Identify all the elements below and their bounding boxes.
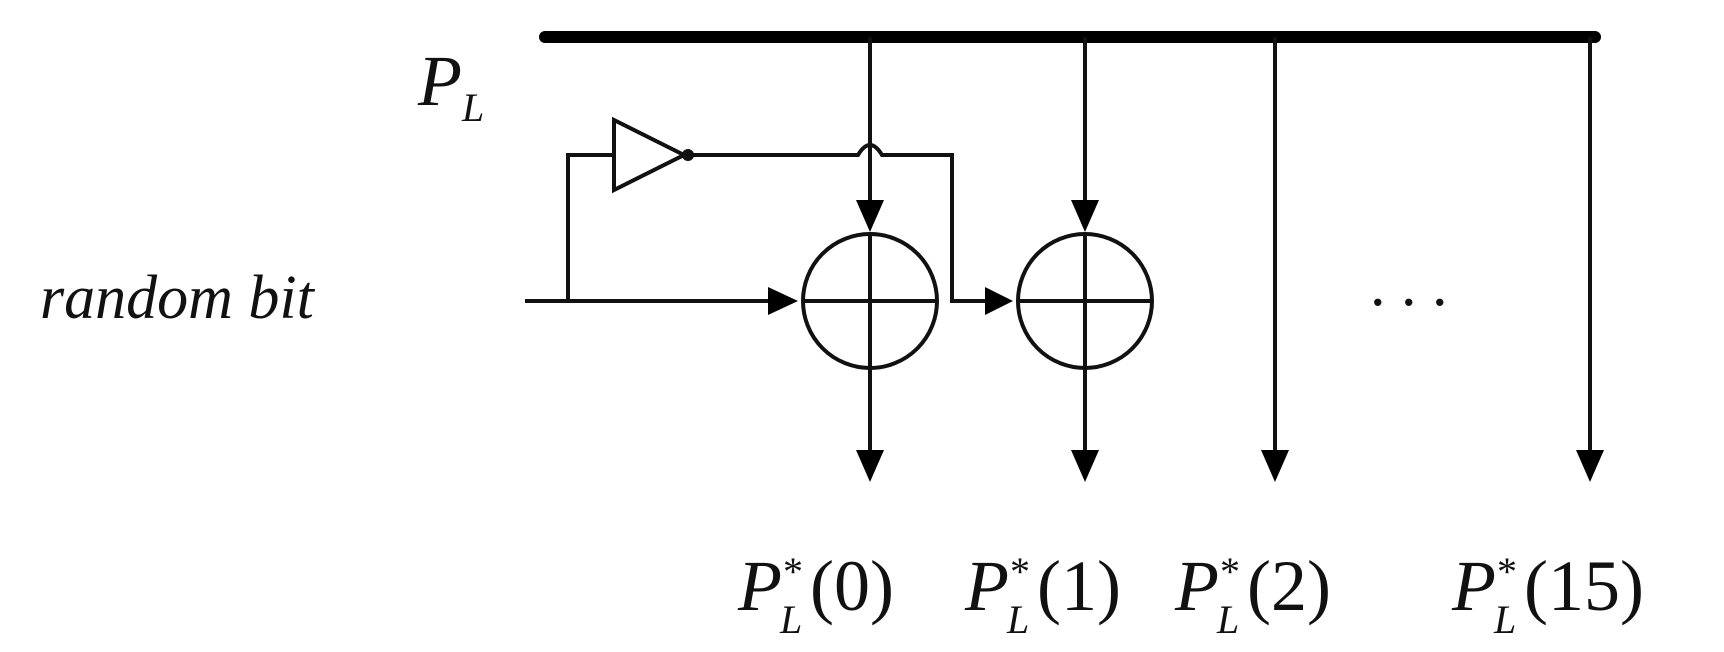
- bus-label: PL: [417, 41, 484, 130]
- svg-text:L: L: [1006, 597, 1029, 642]
- svg-text:*: *: [783, 549, 803, 594]
- svg-text:P: P: [1451, 546, 1496, 626]
- xor-gate-1-icon: [1016, 232, 1154, 370]
- svg-text:(15): (15): [1524, 546, 1644, 626]
- tap-0-arrowhead: [856, 200, 884, 232]
- svg-text:P: P: [1174, 546, 1219, 626]
- xor-gate-0-icon: [801, 232, 939, 370]
- buffer-icon: [612, 116, 689, 194]
- output-label-1: P * L (1): [964, 546, 1121, 642]
- svg-text:(1): (1): [1037, 546, 1121, 626]
- svg-text:(2): (2): [1247, 546, 1331, 626]
- xor1-input-arrowhead: [985, 287, 1013, 315]
- tap-1-arrowhead: [1071, 200, 1099, 232]
- svg-text:L: L: [779, 597, 802, 642]
- output-label-2: P * L (2): [1174, 546, 1331, 642]
- svg-text:P: P: [737, 546, 782, 626]
- svg-text:*: *: [1010, 549, 1030, 594]
- output-label-0: P * L (0): [737, 546, 894, 642]
- svg-text:*: *: [1220, 549, 1240, 594]
- random-bit-label: random bit: [40, 264, 316, 332]
- svg-text:L: L: [1493, 597, 1516, 642]
- svg-text:*: *: [1497, 549, 1517, 594]
- input-arrowhead: [768, 287, 798, 315]
- svg-text:L: L: [1216, 597, 1239, 642]
- svg-text:P: P: [964, 546, 1009, 626]
- feedback-wire: [566, 153, 612, 301]
- output-15-arrowhead: [1576, 450, 1604, 482]
- output-0-arrowhead: [856, 450, 884, 482]
- output-2-arrowhead: [1261, 450, 1289, 482]
- output-label-15: P * L (15): [1451, 546, 1644, 642]
- output-1-arrowhead: [1071, 450, 1099, 482]
- ellipsis: . . .: [1370, 251, 1448, 319]
- buffer-output-wire: [688, 143, 990, 303]
- svg-text:(0): (0): [810, 546, 894, 626]
